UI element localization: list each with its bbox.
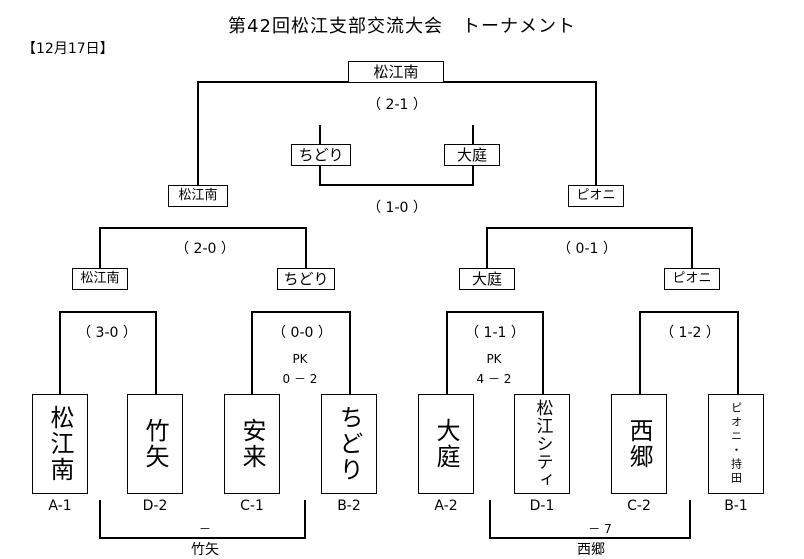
team-code: C-2 xyxy=(627,498,651,514)
third-place-score: （ 1-0 ） xyxy=(367,200,427,216)
semi-left-winner: 松江南 xyxy=(168,185,228,207)
quarter-3-pk-label: PK xyxy=(486,352,502,366)
third-place-team-2: 大庭 xyxy=(444,144,500,166)
team-name: 大庭 xyxy=(432,418,460,470)
team-box: ちどり xyxy=(321,394,377,494)
team-name: ちどり xyxy=(335,405,363,483)
consolation-left-score: － xyxy=(198,522,211,536)
quarter-4-winner: ピオニ xyxy=(664,268,720,290)
quarter-3-pk-score: 4 － 2 xyxy=(476,372,512,386)
team-name: ピオニ・持田 xyxy=(729,402,743,486)
quarter-1-score: （ 3-0 ） xyxy=(77,325,137,341)
consolation-right-score: － 7 xyxy=(588,522,612,536)
consolation-right-winner: 西郷 xyxy=(577,542,605,558)
quarter-2-pk-score: 0 － 2 xyxy=(282,372,318,386)
team-name: 松江シティ xyxy=(532,399,553,489)
consolation-left-winner: 竹矢 xyxy=(191,542,219,558)
champion-box: 松江南 xyxy=(348,61,444,83)
team-box: 竹矢 xyxy=(127,394,183,494)
final-score: （ 2-1 ） xyxy=(367,97,427,113)
quarter-2-pk-label: PK xyxy=(292,352,308,366)
team-name: 竹矢 xyxy=(141,418,169,470)
team-box: 西郷 xyxy=(611,394,667,494)
team-code: C-1 xyxy=(240,498,264,514)
team-box: 安来 xyxy=(224,394,280,494)
quarter-3-winner: 大庭 xyxy=(459,268,515,290)
semi-right-score: （ 0-1 ） xyxy=(557,241,617,257)
team-name: 安来 xyxy=(238,418,266,470)
team-code: B-2 xyxy=(337,498,361,514)
team-box: 松江南 xyxy=(32,394,88,494)
team-code: D-1 xyxy=(529,498,555,514)
page-title: 第42回松江支部交流大会 トーナメント xyxy=(228,16,576,37)
semi-right-winner: ピオニ xyxy=(568,185,624,207)
team-code: D-2 xyxy=(142,498,168,514)
team-name: 松江南 xyxy=(46,405,74,483)
date-label: 【12月17日】 xyxy=(22,41,114,57)
quarter-2-score: （ 0-0 ） xyxy=(272,325,332,341)
quarter-1-winner: 松江南 xyxy=(72,268,128,290)
team-box: ピオニ・持田 xyxy=(708,394,764,494)
team-box: 松江シティ xyxy=(514,394,570,494)
team-code: A-1 xyxy=(48,498,72,514)
team-name: 西郷 xyxy=(625,418,653,470)
quarter-4-score: （ 1-2 ） xyxy=(660,325,720,341)
team-code: B-1 xyxy=(724,498,748,514)
semi-left-score: （ 2-0 ） xyxy=(175,241,235,257)
quarter-3-score: （ 1-1 ） xyxy=(465,325,525,341)
team-box: 大庭 xyxy=(418,394,474,494)
third-place-team-1: ちどり xyxy=(291,144,351,166)
quarter-2-winner: ちどり xyxy=(277,268,335,290)
team-code: A-2 xyxy=(434,498,458,514)
